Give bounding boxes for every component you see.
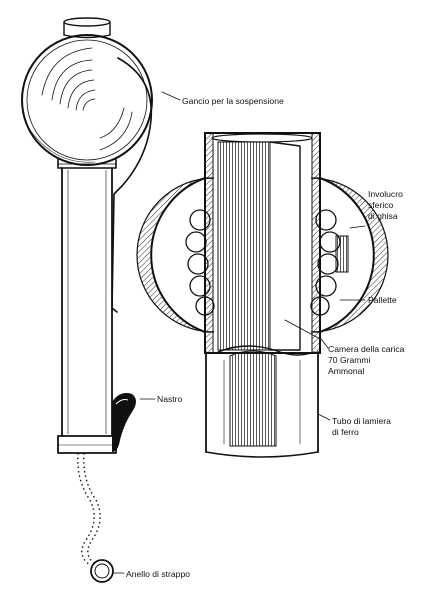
ribbon — [112, 393, 156, 452]
svg-text:di ferro: di ferro — [332, 427, 359, 437]
grenade-exterior-view — [21, 17, 181, 583]
charge-chamber — [217, 141, 329, 351]
handle-tube — [61, 167, 113, 437]
suspension-hook — [111, 57, 153, 313]
svg-text:Ammonal: Ammonal — [328, 366, 364, 376]
svg-text:Involucro: Involucro — [368, 189, 403, 199]
label-iron-tube: Tubo di lamiera di ferro — [332, 416, 391, 437]
cast-iron-casing — [136, 177, 389, 333]
label-suspension-hook: Gancio per la sospensione — [182, 96, 284, 106]
sphere-head — [21, 34, 153, 166]
label-ribbon: Nastro — [157, 394, 183, 404]
casing-inset — [335, 235, 349, 273]
label-spherical-casing: Involucro sferico di ghisa — [368, 189, 403, 221]
top-cap — [63, 17, 111, 39]
svg-text:Camera della carica: Camera della carica — [328, 344, 405, 354]
svg-text:Tubo di lamiera: Tubo di lamiera — [332, 416, 391, 426]
svg-text:di ghisa: di ghisa — [368, 211, 398, 221]
leader-suspension-hook — [161, 91, 181, 101]
iron-tube — [205, 345, 331, 458]
neck-collar — [57, 157, 117, 169]
svg-text:70 Grammi: 70 Grammi — [328, 355, 371, 365]
bottom-band — [57, 435, 117, 454]
label-pellets: Pallette — [368, 295, 397, 305]
svg-text:sferico: sferico — [368, 200, 394, 210]
label-pull-ring: Anello di strappo — [126, 569, 190, 579]
label-charge-chamber: Camera della carica 70 Grammi Ammonal — [328, 344, 405, 376]
pull-ring — [90, 559, 125, 583]
pull-cord — [77, 452, 95, 566]
grenade-section-view — [136, 132, 389, 458]
